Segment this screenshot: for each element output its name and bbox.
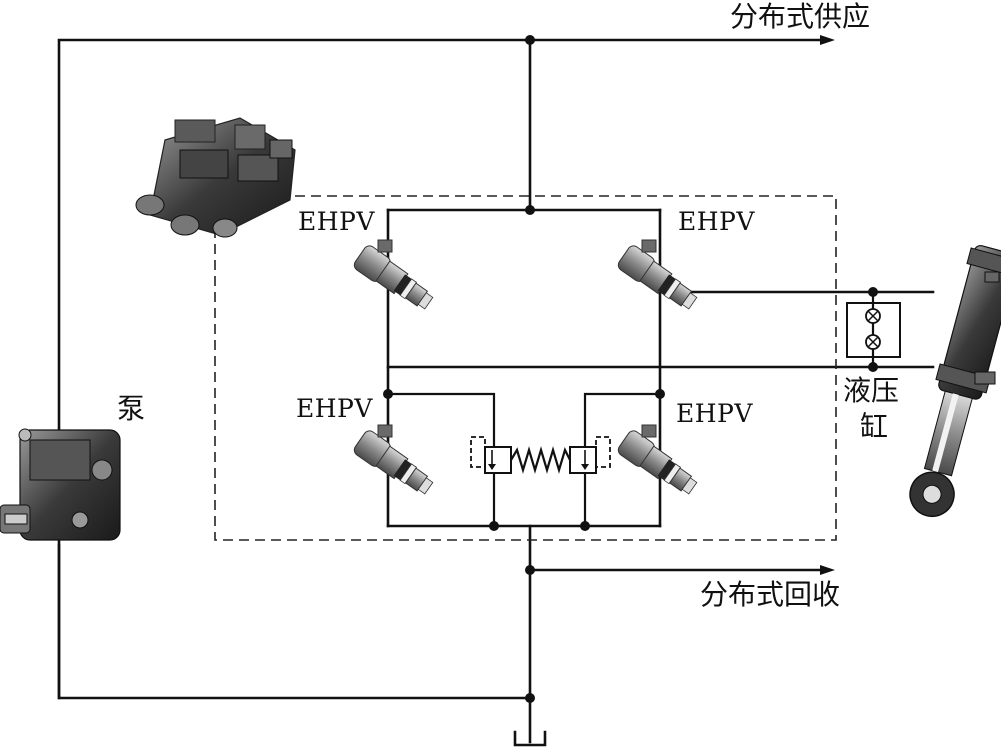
hydraulic-cylinder-image xyxy=(909,244,1001,518)
ehpv-label-bottom-right: EHPV xyxy=(676,399,753,428)
cylinder-label-line2: 缸 xyxy=(860,410,888,443)
pump-label: 泵 xyxy=(117,392,145,425)
ehpv-label-top-right: EHPV xyxy=(678,207,755,236)
return-label: 分布式回收 xyxy=(700,578,840,611)
pump-image xyxy=(0,428,121,541)
ehpv-label-bottom-left: EHPV xyxy=(296,394,373,423)
relief-valve-left xyxy=(470,436,512,474)
return-line xyxy=(57,524,835,744)
ehpv-valve-top-right xyxy=(615,239,702,316)
manifold-boundary xyxy=(214,195,837,541)
check-valve-block xyxy=(846,292,901,367)
valve-manifold-image xyxy=(135,117,296,238)
relief-valve-right xyxy=(569,436,611,474)
spring-symbol xyxy=(510,446,571,474)
ehpv-label-top-left: EHPV xyxy=(298,207,375,236)
ehpv-valve-top-left xyxy=(351,239,438,316)
ehpv-valve-bottom-right xyxy=(615,424,702,501)
tank-symbol xyxy=(513,730,547,747)
relief-valve-lines xyxy=(383,389,665,531)
ehpv-valve-bottom-left xyxy=(351,424,438,501)
cylinder-label-line1: 液压 xyxy=(843,374,899,407)
supply-label: 分布式供应 xyxy=(730,0,870,33)
bridge-circuit-lines xyxy=(386,205,935,528)
